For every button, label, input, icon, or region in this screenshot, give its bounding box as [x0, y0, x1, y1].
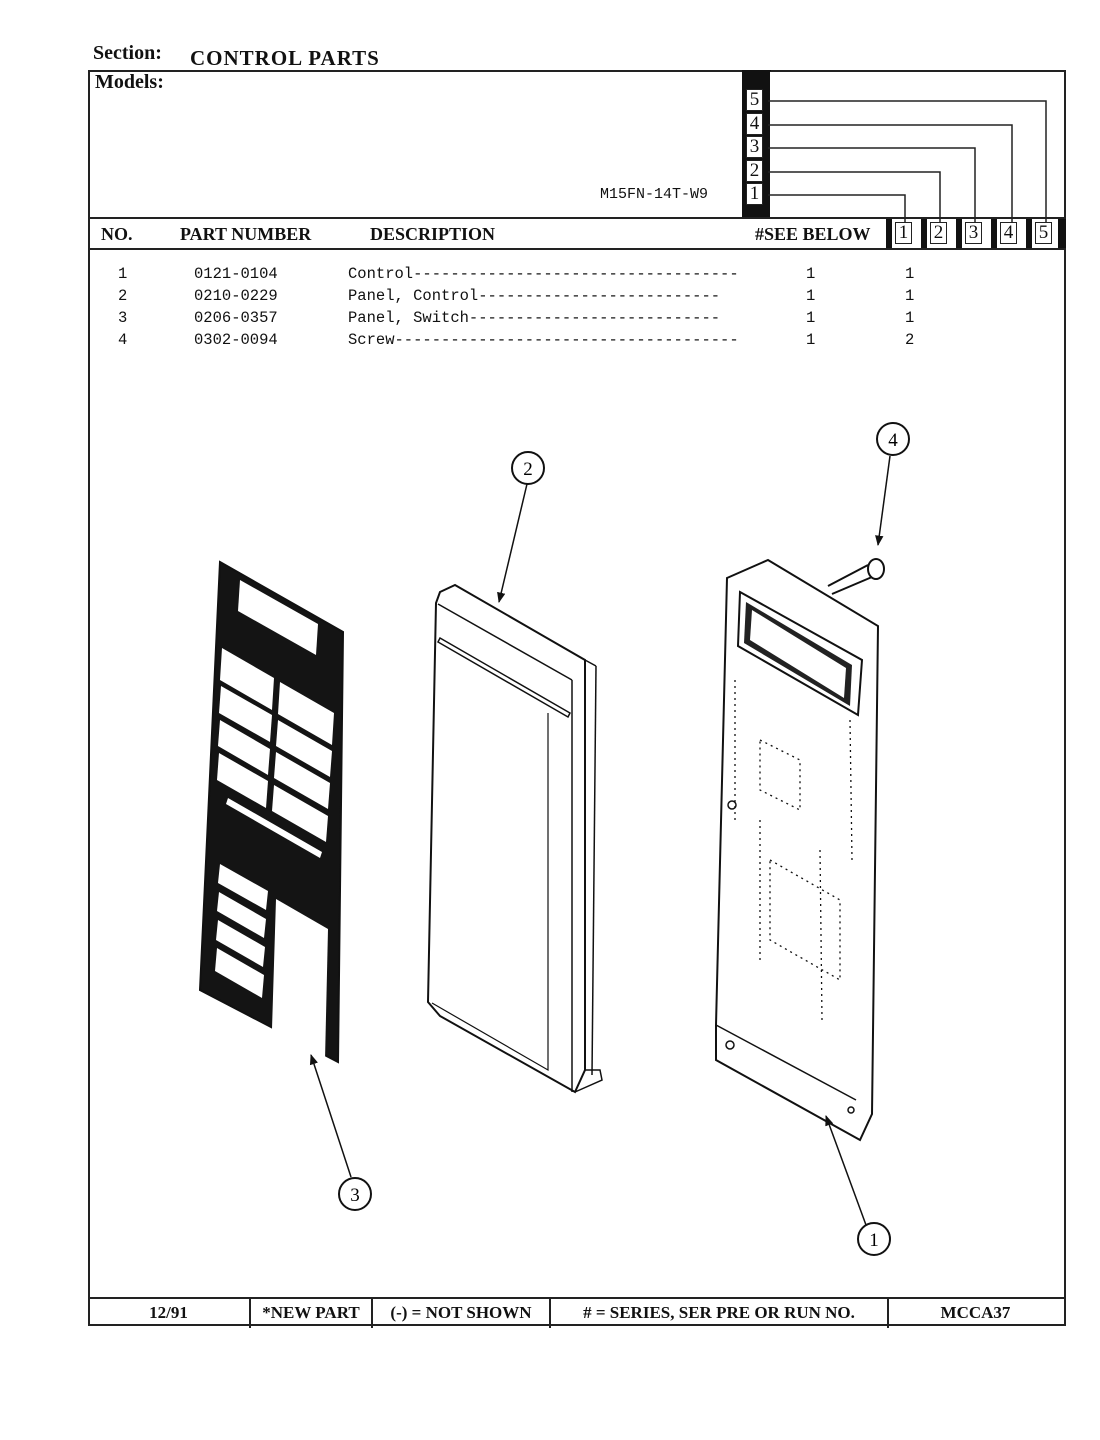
row-quantity: 1	[806, 287, 816, 305]
model-index-4: 4	[746, 113, 763, 135]
row-description: Screw-----------------------------------…	[348, 331, 739, 349]
row-no: 3	[118, 309, 128, 327]
table-row: 3 0206-0357 Panel, Switch---------------…	[118, 309, 914, 331]
footer-not-shown-legend: (-) = NOT SHOWN	[373, 1299, 551, 1328]
row-no: 4	[118, 331, 128, 349]
col-header-model-1: 1	[895, 222, 912, 244]
row-quantity: 1	[806, 265, 816, 283]
col-header-no: NO.	[101, 224, 133, 244]
col-sep	[991, 219, 997, 248]
footer-new-part-legend: *NEW PART	[251, 1299, 373, 1328]
table-row: 2 0210-0229 Panel, Control--------------…	[118, 287, 914, 309]
control-panel-part	[426, 583, 603, 1094]
row-model-1-qty: 2	[905, 331, 915, 349]
callout-3: 3	[350, 1185, 360, 1206]
page-frame	[88, 70, 1066, 1326]
header-bottom-rule	[88, 248, 1066, 250]
exploded-parts-diagram: 2 4 3 1	[198, 422, 910, 1256]
table-row: 4 0302-0094 Screw-----------------------…	[118, 331, 914, 353]
model-index-1: 1	[746, 183, 763, 205]
col-sep	[956, 219, 962, 248]
row-no: 1	[118, 265, 128, 283]
callout-1: 1	[869, 1230, 879, 1251]
col-header-model-2: 2	[930, 222, 947, 244]
header-top-rule	[88, 217, 1066, 219]
model-index-5: 5	[746, 89, 763, 111]
control-board-part	[715, 558, 880, 1142]
col-sep	[1026, 219, 1032, 248]
model-name: M15FN-14T-W9	[600, 186, 709, 203]
col-sep	[886, 219, 892, 248]
row-part-number: 0302-0094	[194, 331, 278, 349]
footer-date: 12/91	[88, 1299, 251, 1328]
footer-page-code: MCCA37	[940, 1303, 1011, 1322]
parts-list: 1 0121-0104 Control---------------------…	[118, 265, 914, 353]
row-model-1-qty: 1	[905, 265, 915, 283]
row-description: Control---------------------------------…	[348, 265, 739, 283]
model-index-3: 3	[746, 136, 763, 158]
col-header-model-4: 4	[1000, 222, 1017, 244]
col-sep	[1058, 219, 1066, 248]
col-header-model-5: 5	[1035, 222, 1052, 244]
row-part-number: 0210-0229	[194, 287, 278, 305]
model-index-lines	[742, 70, 1047, 222]
row-quantity: 1	[806, 309, 816, 327]
table-row: 1 0121-0104 Control---------------------…	[118, 265, 914, 287]
col-header-see-below: #SEE BELOW	[755, 224, 871, 244]
callout-2: 2	[523, 459, 533, 480]
col-header-part-number: PART NUMBER	[180, 224, 312, 244]
models-label: Models:	[95, 71, 164, 93]
row-description: Panel, Control--------------------------	[348, 287, 721, 305]
section-title: CONTROL PARTS	[190, 46, 380, 70]
screw-part	[827, 558, 885, 595]
row-quantity: 1	[806, 331, 816, 349]
callout-4: 4	[888, 430, 898, 451]
col-header-description: DESCRIPTION	[370, 224, 496, 244]
footer-series-legend: # = SERIES, SER PRE OR RUN NO.	[551, 1299, 889, 1328]
row-description: Panel, Switch---------------------------	[348, 309, 721, 327]
col-sep	[921, 219, 927, 248]
row-part-number: 0121-0104	[194, 265, 278, 283]
row-part-number: 0206-0357	[194, 309, 278, 327]
model-index-2: 2	[746, 160, 763, 182]
switch-panel-part	[198, 560, 345, 1064]
section-label: Section:	[93, 42, 162, 64]
footer-bar: 12/91 *NEW PART (-) = NOT SHOWN # = SERI…	[88, 1297, 1066, 1328]
row-model-1-qty: 1	[905, 287, 915, 305]
row-no: 2	[118, 287, 128, 305]
row-model-1-qty: 1	[905, 309, 915, 327]
col-header-model-3: 3	[965, 222, 982, 244]
